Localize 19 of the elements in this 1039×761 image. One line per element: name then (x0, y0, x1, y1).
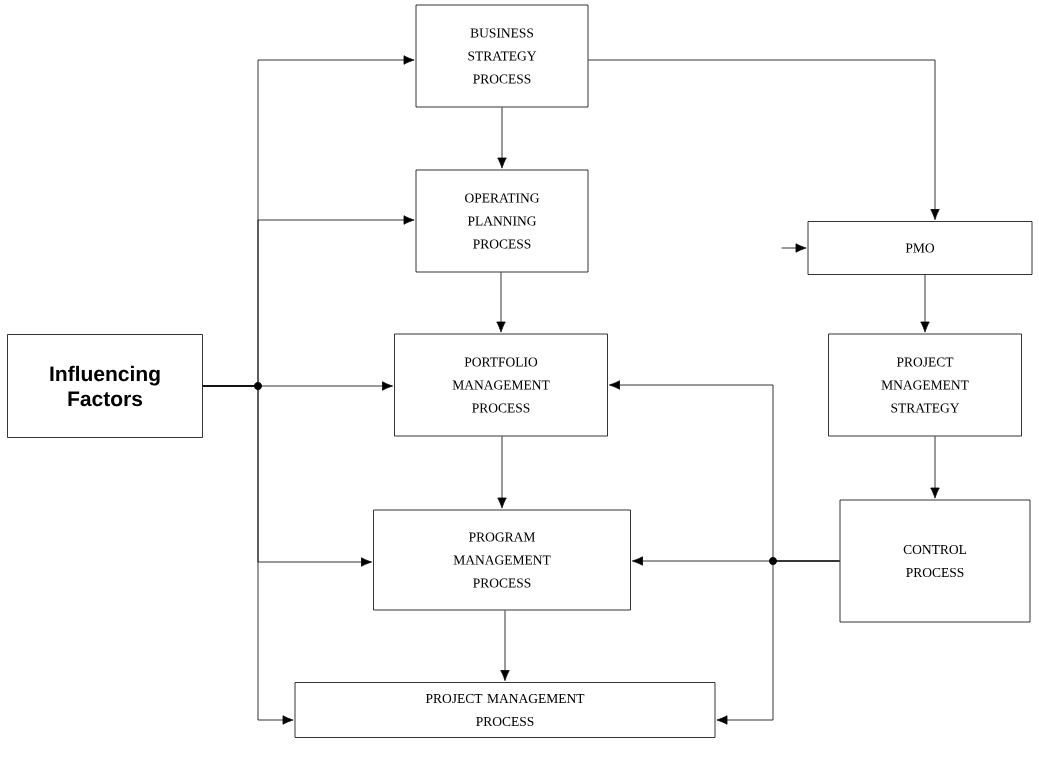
process-box: BUSINESS STRATEGY PROCESS (415, 4, 589, 108)
arrow (500, 610, 510, 681)
process-box: PORTFOLIO MANAGEMENT PROCESS (394, 333, 608, 437)
process-box: OPERATING PLANNING PROCESS (415, 169, 589, 273)
arrow (781, 243, 807, 253)
arrow (202, 385, 294, 725)
process-box: CONTROL PROCESS (839, 499, 1031, 623)
process-box: PMO (807, 221, 1033, 275)
process-box: PROJECT MNAGEMENT STRATEGY (828, 333, 1022, 437)
arrow (716, 560, 840, 725)
arrow (497, 436, 507, 509)
process-box: PROGRAM MANAGEMENT PROCESS (373, 509, 631, 611)
arrow (497, 107, 507, 169)
arrow (496, 272, 506, 333)
arrow (930, 436, 940, 499)
factor-box: Influencing Factors (7, 334, 203, 438)
arrow (588, 59, 940, 220)
arrow (920, 274, 930, 333)
process-box: PROJECT MANAGEMENT PROCESS (294, 682, 716, 738)
